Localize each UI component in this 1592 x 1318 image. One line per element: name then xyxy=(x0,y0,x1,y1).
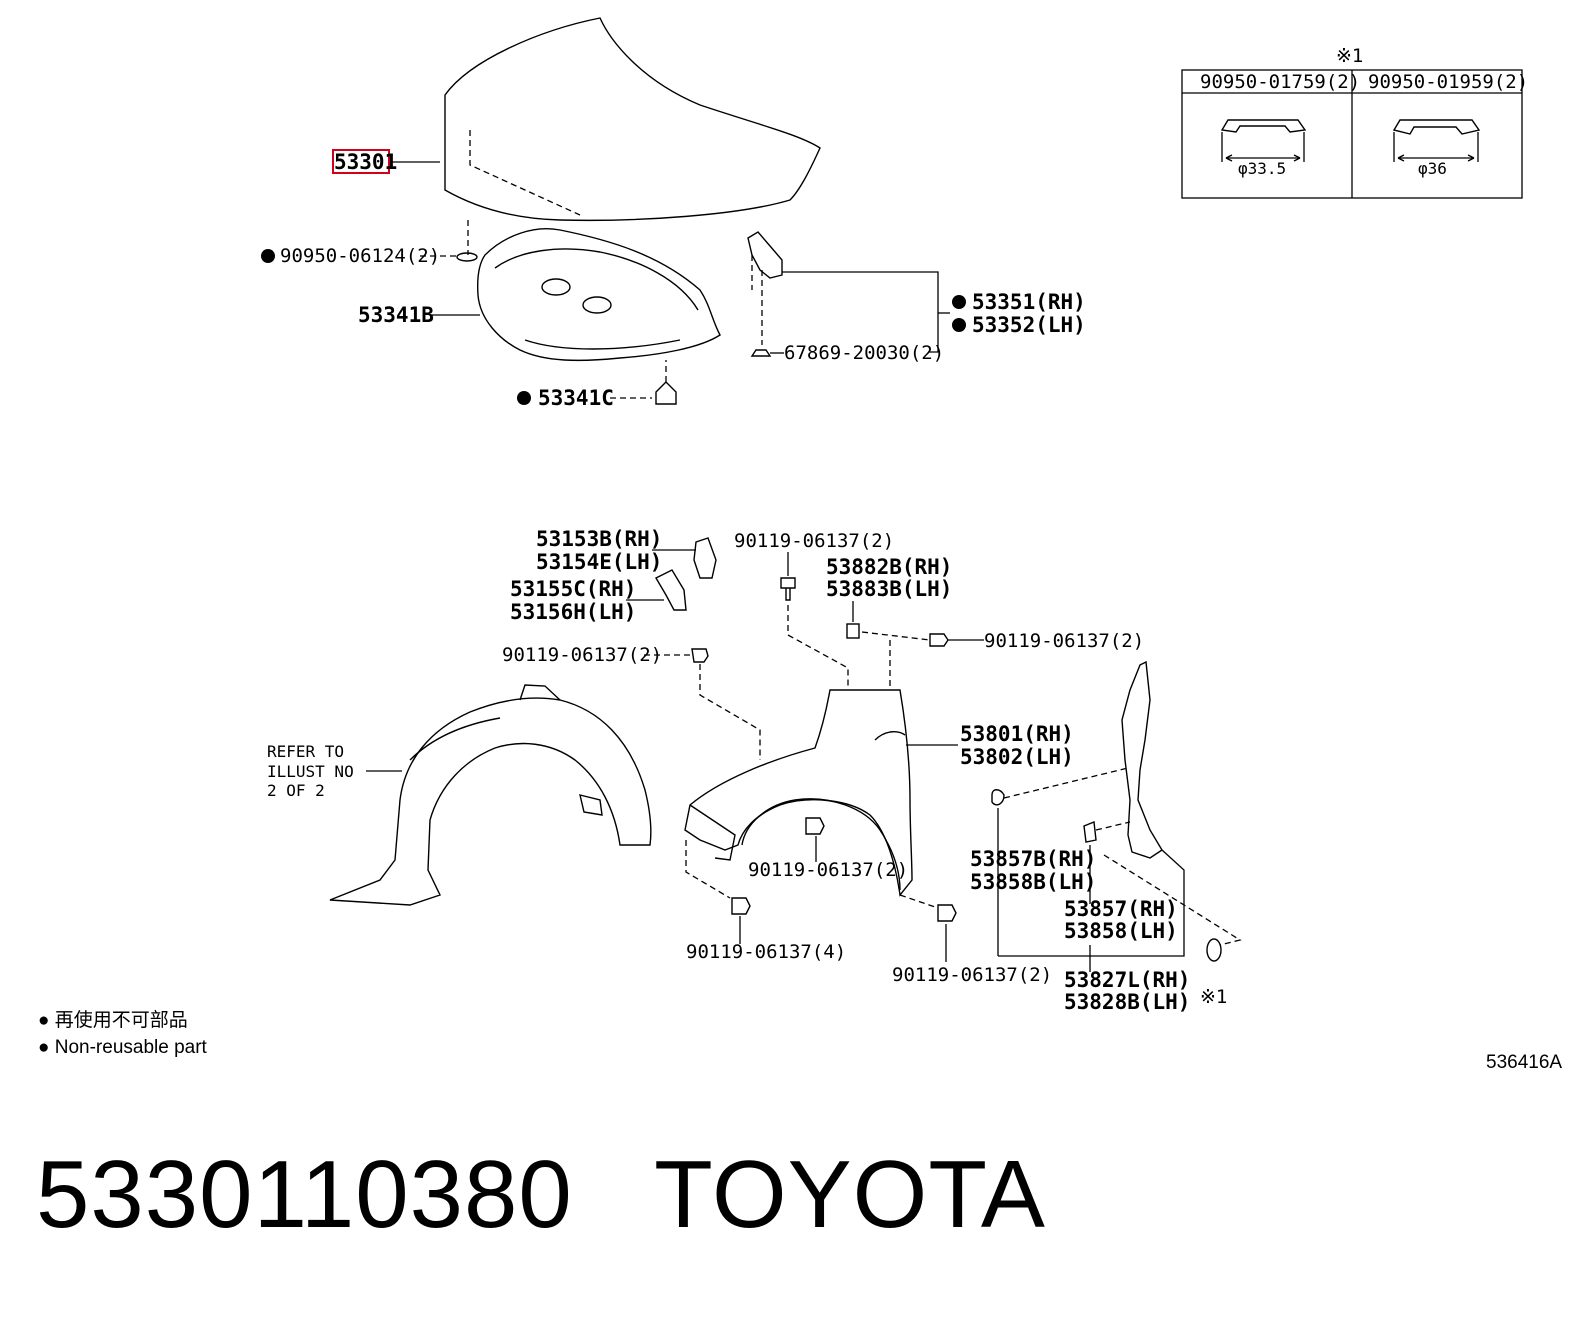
label-hood[interactable]: 53301 xyxy=(334,150,397,174)
label-fender-rh[interactable]: 53801(RH) xyxy=(960,722,1074,746)
label-bracket-b-lh[interactable]: 53156H(LH) xyxy=(510,600,636,624)
label-bolt-top[interactable]: 90119-06137(2) xyxy=(734,530,894,552)
legend-jp: ● 再使用不可部品 xyxy=(38,1009,188,1031)
label-hinge-rh[interactable]: 53351(RH) xyxy=(972,290,1086,314)
footer-brand: TOYOTA xyxy=(654,1141,1046,1248)
label-hinge-bolt[interactable]: 67869-20030(2) xyxy=(784,342,944,364)
non-reusable-dot xyxy=(952,318,966,332)
hood-highlight-box[interactable] xyxy=(332,149,390,174)
label-hinge-lh[interactable]: 53352(LH) xyxy=(972,313,1086,337)
footer-title: 5330110380 TOYOTA xyxy=(36,1140,1046,1250)
label-bolt-left[interactable]: 90119-06137(2) xyxy=(502,644,662,666)
hinge-drawing xyxy=(747,231,783,357)
inset-col2-header: 90950-01959(2) xyxy=(1368,71,1528,93)
label-hood-seal[interactable]: 90950-06124(2) xyxy=(280,245,440,267)
fender-seal-drawing xyxy=(1121,660,1163,859)
label-bolt-bottom-left[interactable]: 90119-06137(4) xyxy=(686,941,846,963)
hood-drawing xyxy=(444,17,821,262)
label-bracket-a-rh[interactable]: 53153B(RH) xyxy=(536,527,662,551)
label-seal-b-lh[interactable]: 53858(LH) xyxy=(1064,919,1178,943)
inset-mark: ※1 xyxy=(1336,45,1363,67)
label-bolt-bottom-right[interactable]: 90119-06137(2) xyxy=(892,964,1052,986)
label-bracket-a-lh[interactable]: 53154E(LH) xyxy=(536,550,662,574)
liner-drawing xyxy=(329,684,652,906)
label-seal-c-rh[interactable]: 53827L(RH) xyxy=(1064,968,1190,992)
inset-col1-dim: φ33.5 xyxy=(1238,159,1286,178)
label-seal-a-lh[interactable]: 53858B(LH) xyxy=(970,870,1096,894)
label-seal-c-lh[interactable]: 53828B(LH) xyxy=(1064,990,1190,1014)
fender-drawing xyxy=(684,689,913,897)
label-bracket-b-rh[interactable]: 53155C(RH) xyxy=(510,577,636,601)
inset-table: ※1 90950-01759(2) 90950-01959(2) φ33.5 φ… xyxy=(1181,45,1528,199)
label-seal-a-rh[interactable]: 53857B(RH) xyxy=(970,847,1096,871)
insulator-drawing xyxy=(476,228,721,362)
non-reusable-dot xyxy=(261,249,275,263)
label-retainer-lh[interactable]: 53883B(LH) xyxy=(826,577,952,601)
illustration-id: 536416A xyxy=(1486,1052,1562,1073)
label-bolt-right[interactable]: 90119-06137(2) xyxy=(984,630,1144,652)
label-bolt-mid[interactable]: 90119-06137(2) xyxy=(748,859,908,881)
footer-part-number: 5330110380 xyxy=(36,1141,573,1248)
label-refer-3: 2 OF 2 xyxy=(267,781,325,800)
legend-en: ● Non-reusable part xyxy=(38,1037,208,1058)
label-seal-b-rh[interactable]: 53857(RH) xyxy=(1064,897,1178,921)
label-fender-lh[interactable]: 53802(LH) xyxy=(960,745,1074,769)
inset-col2-dim: φ36 xyxy=(1418,159,1447,178)
non-reusable-dot xyxy=(952,295,966,309)
label-note-mark: ※1 xyxy=(1200,986,1227,1008)
label-insulator[interactable]: 53341B xyxy=(358,303,434,327)
label-refer-2: ILLUST NO xyxy=(267,762,354,781)
non-reusable-dot xyxy=(517,391,531,405)
inset-col1-header: 90950-01759(2) xyxy=(1200,71,1360,93)
label-insulator-clip[interactable]: 53341C xyxy=(538,386,614,410)
label-refer-1: REFER TO xyxy=(267,742,344,761)
label-retainer-rh[interactable]: 53882B(RH) xyxy=(826,555,952,579)
